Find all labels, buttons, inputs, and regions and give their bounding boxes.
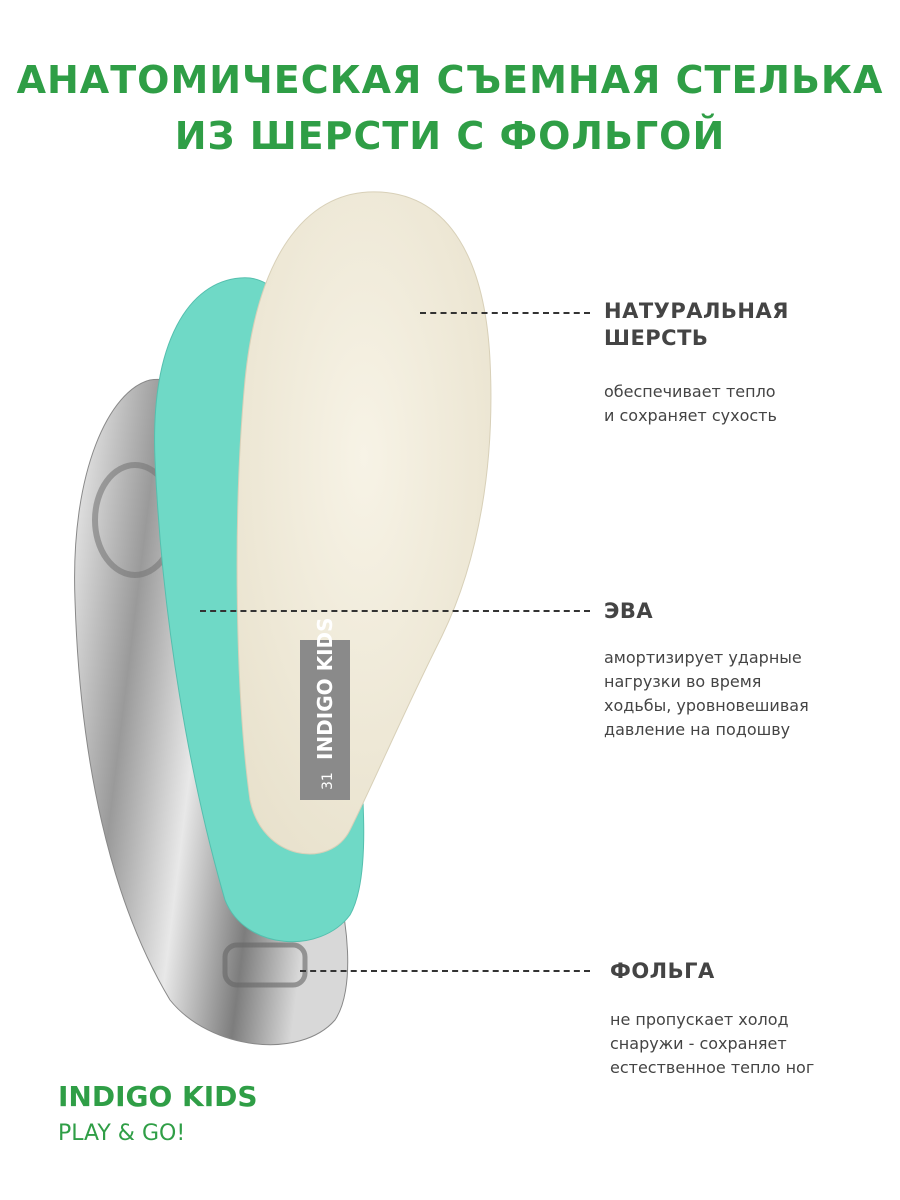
pointer-line-eva <box>200 610 590 612</box>
brand-logo: INDIGO KIDS <box>58 1080 258 1113</box>
insole-label-size: 31 <box>320 772 336 790</box>
title-line-2: ИЗ ШЕРСТИ С ФОЛЬГОЙ <box>174 114 726 158</box>
pointer-line-wool <box>420 312 590 314</box>
page-title: АНАТОМИЧЕСКАЯ СЪЕМНАЯ СТЕЛЬКА ИЗ ШЕРСТИ … <box>0 52 900 164</box>
title-line-1: АНАТОМИЧЕСКАЯ СЪЕМНАЯ СТЕЛЬКА <box>16 58 884 102</box>
wool-layer <box>236 191 492 855</box>
eva-heading: ЭВА <box>604 599 654 623</box>
insole-label <box>300 640 350 800</box>
insole-label-text: INDIGO KIDS <box>313 617 337 760</box>
brand-slogan: PLAY & GO! <box>58 1121 186 1146</box>
pointer-line-foil <box>300 970 590 972</box>
foil-heading: ФОЛЬГА <box>610 959 715 983</box>
foil-heel-emboss <box>222 942 308 988</box>
